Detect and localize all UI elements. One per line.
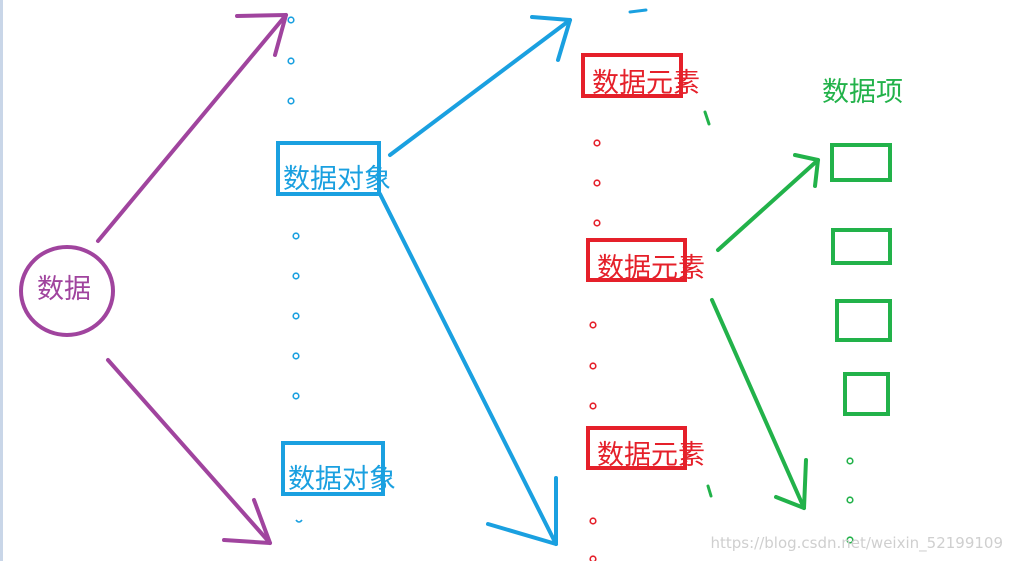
data-element-label-2: 数据元素 xyxy=(597,253,705,284)
data-item-box-2 xyxy=(831,228,892,265)
stroke-fragment xyxy=(703,110,711,126)
left-edge-strip xyxy=(0,0,3,561)
data-object-label-1: 数据对象 xyxy=(283,164,391,195)
ellipsis-red-middle xyxy=(589,321,597,410)
data-item-title: 数据项 xyxy=(822,77,903,108)
arrow-data-to-object-top xyxy=(96,13,288,243)
ellipsis-blue-top xyxy=(287,16,295,105)
data-object-label-2: 数据对象 xyxy=(288,464,396,495)
ellipsis-green xyxy=(846,457,854,544)
data-element-box-2 xyxy=(586,238,687,282)
data-item-box-3 xyxy=(835,299,892,342)
arrow-object-to-element-bottom xyxy=(378,192,558,546)
data-element-label-1: 数据元素 xyxy=(592,68,700,99)
watermark: https://blog.csdn.net/weixin_52199109 xyxy=(710,534,1003,552)
data-element-box-1 xyxy=(581,53,683,98)
data-circle xyxy=(19,245,115,337)
arrow-object-to-element-top xyxy=(388,15,572,157)
data-element-label-3: 数据元素 xyxy=(597,440,705,471)
data-object-box-2 xyxy=(281,441,385,496)
data-label: 数据 xyxy=(37,274,91,305)
ellipsis-blue-bottom xyxy=(295,519,303,523)
data-item-box-1 xyxy=(830,143,892,182)
ellipsis-red-lower xyxy=(589,517,597,561)
arrow-element-to-item-top xyxy=(716,153,820,252)
stroke-fragment xyxy=(628,8,648,14)
arrow-data-to-object-bottom xyxy=(106,358,272,545)
data-item-box-4 xyxy=(843,372,890,416)
ellipsis-blue-middle xyxy=(292,232,300,400)
data-object-box-1 xyxy=(276,141,381,196)
stroke-fragment xyxy=(706,484,713,498)
arrow-element-to-item-bottom xyxy=(710,298,808,510)
ellipsis-red-upper xyxy=(593,139,601,227)
data-element-box-3 xyxy=(586,426,687,470)
